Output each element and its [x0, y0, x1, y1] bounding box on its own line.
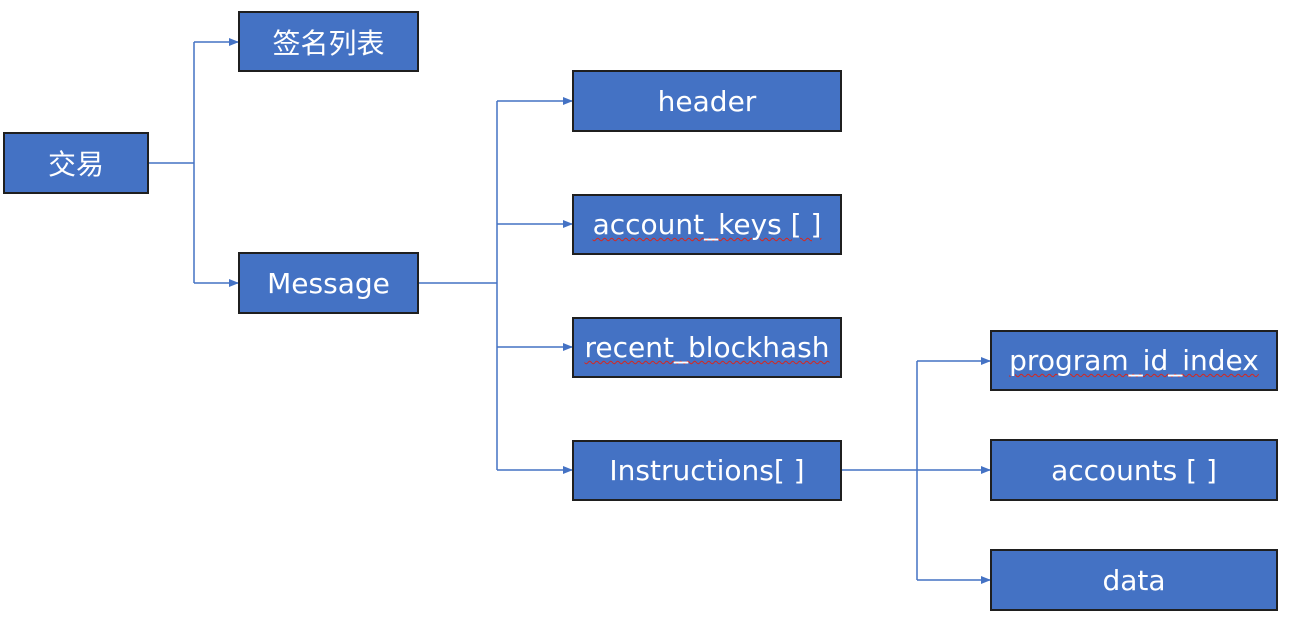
node-transaction-label: 交易 [47, 148, 104, 181]
node-accounts: accounts [ ] [990, 439, 1278, 501]
node-header: header [572, 70, 842, 132]
node-program-id-index: program_id_index [990, 330, 1278, 391]
node-signature-list-label: 签名列表 [272, 26, 385, 60]
connector-instructions [841, 357, 991, 584]
node-transaction: 交易 [3, 132, 149, 194]
node-account-keys-label: account_keys [ ] [592, 208, 822, 241]
node-signature-list: 签名列表 [238, 11, 419, 72]
node-message: Message [238, 252, 419, 314]
node-recent-blockhash-label: recent_blockhash [584, 331, 830, 364]
connector-message [419, 97, 573, 474]
node-message-label: Message [267, 266, 390, 300]
node-header-label: header [657, 84, 757, 118]
node-data-label: data [1102, 563, 1166, 597]
node-account-keys: account_keys [ ] [572, 194, 842, 255]
node-program-id-index-label: program_id_index [1009, 344, 1259, 377]
node-accounts-label: accounts [ ] [1051, 453, 1217, 487]
connector-transaction [148, 38, 239, 287]
node-data: data [990, 549, 1278, 611]
node-instructions: Instructions[ ] [572, 440, 842, 501]
node-instructions-label: Instructions[ ] [609, 454, 805, 487]
node-recent-blockhash: recent_blockhash [572, 317, 842, 378]
